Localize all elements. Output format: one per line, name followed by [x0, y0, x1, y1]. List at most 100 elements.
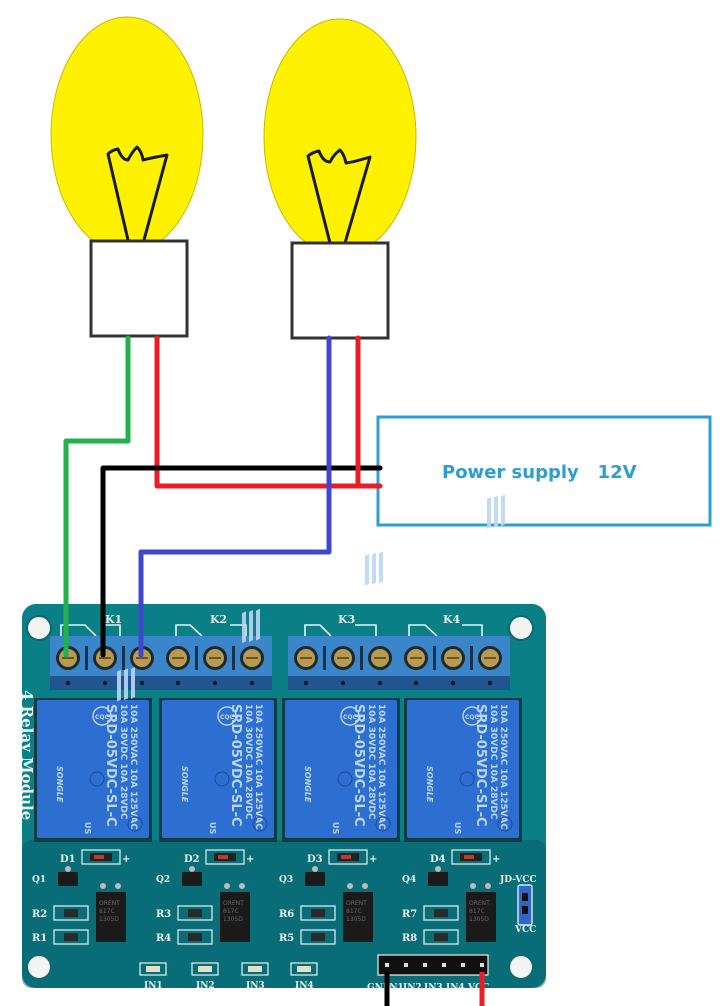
svg-text:D4: D4 — [430, 854, 446, 865]
svg-text:10A 250VAC 10A 125VAC: 10A 250VAC 10A 125VAC — [376, 704, 386, 830]
svg-text:R6: R6 — [279, 909, 294, 920]
svg-text:SONGLE: SONGLE — [425, 766, 434, 803]
svg-text:ORENT: ORENT — [223, 900, 244, 907]
svg-text:10A 250VAC 10A 125VAC: 10A 250VAC 10A 125VAC — [253, 704, 263, 830]
wire-red-lamp1 — [154, 335, 383, 489]
lamp-2-filament — [306, 148, 372, 244]
relay-label-k1: K1 — [105, 613, 122, 626]
svg-text:SONGLE: SONGLE — [55, 766, 64, 803]
module-name: 4 Relay Module — [18, 690, 36, 820]
header-pin-in4[interactable] — [461, 963, 465, 967]
svg-text:Q4: Q4 — [402, 875, 416, 885]
optocoupler — [96, 892, 126, 942]
relay-module: K1 K2 K3 K4 4 Relay Module 10A 250VAC 10… — [18, 494, 546, 993]
svg-text:1305D: 1305D — [99, 916, 119, 923]
svg-text:GND: GND — [367, 983, 391, 993]
svg-text:IN1: IN1 — [144, 981, 163, 991]
svg-text:VCC: VCC — [467, 983, 489, 993]
svg-text:CQC: CQC — [220, 714, 235, 721]
optocoupler — [220, 892, 250, 942]
lamp-1-base — [89, 239, 189, 338]
svg-text:R1: R1 — [32, 933, 47, 944]
svg-text:D1: D1 — [60, 854, 76, 865]
svg-text:+: + — [369, 854, 377, 865]
svg-text:D2: D2 — [184, 854, 200, 865]
svg-text:10A 30VDC 10A 28VDC: 10A 30VDC 10A 28VDC — [366, 704, 376, 820]
svg-text:1305D: 1305D — [223, 916, 243, 923]
svg-text:Q2: Q2 — [156, 875, 170, 885]
svg-text:R7: R7 — [402, 909, 417, 920]
relay-label-k4: K4 — [443, 613, 461, 626]
svg-text:10A 30VDC 10A 28VDC: 10A 30VDC 10A 28VDC — [488, 704, 498, 820]
svg-text:CQC: CQC — [95, 714, 110, 721]
svg-text:R3: R3 — [156, 909, 171, 920]
header-pin-in1[interactable] — [404, 963, 408, 967]
svg-text:US: US — [83, 822, 92, 834]
svg-text:+: + — [246, 854, 254, 865]
svg-text:1305D: 1305D — [346, 916, 366, 923]
svg-text:10A 30VDC 10A 28VDC: 10A 30VDC 10A 28VDC — [118, 704, 128, 820]
header-pin-in3[interactable] — [442, 963, 446, 967]
svg-text:IN3: IN3 — [246, 981, 265, 991]
svg-text:CQC: CQC — [343, 714, 358, 721]
wires — [63, 335, 485, 1006]
relay-label-k2: K2 — [210, 613, 227, 626]
svg-text:+: + — [492, 854, 500, 865]
svg-text:R5: R5 — [279, 933, 294, 944]
svg-text:SONGLE: SONGLE — [303, 766, 312, 803]
mounting-hole — [26, 615, 52, 641]
svg-text:Q3: Q3 — [279, 875, 293, 885]
relay-model: SRD-05VDC-SL-C — [228, 704, 243, 827]
svg-text:R2: R2 — [32, 909, 47, 920]
svg-text:10A 250VAC 10A 125VAC: 10A 250VAC 10A 125VAC — [128, 704, 138, 830]
lamp-2-bulb — [263, 18, 417, 256]
power-supply: Power supply 12V — [376, 415, 712, 527]
svg-text:US: US — [331, 822, 340, 834]
power-supply-label: Power supply 12V — [442, 462, 637, 483]
wire-blue — [138, 335, 332, 658]
svg-text:ORENT: ORENT — [99, 900, 120, 907]
led-in2: IN2 — [191, 962, 219, 991]
svg-text:10A 250VAC 10A 125VAC: 10A 250VAC 10A 125VAC — [498, 704, 508, 830]
header-pin-gnd[interactable] — [385, 963, 389, 967]
svg-text:ORENT: ORENT — [469, 900, 490, 907]
svg-text:10A 30VDC 10A 28VDC: 10A 30VDC 10A 28VDC — [243, 704, 253, 820]
terminal-block-3 — [288, 636, 400, 690]
jumper-label-bottom: VCC — [514, 925, 536, 935]
svg-text:817C: 817C — [223, 908, 239, 915]
terminal-block-2 — [160, 636, 272, 690]
svg-text:Q1: Q1 — [32, 875, 46, 885]
relay-model: SRD-05VDC-SL-C — [103, 704, 118, 827]
svg-text:ORENT: ORENT — [346, 900, 367, 907]
svg-text:R8: R8 — [402, 933, 417, 944]
lamp-2-base — [290, 241, 390, 340]
lamp-1-filament — [106, 145, 169, 241]
header-pin-vcc[interactable] — [480, 963, 484, 967]
led-in4: IN4 — [290, 962, 318, 991]
mounting-hole — [508, 954, 534, 980]
svg-text:IN4: IN4 — [295, 981, 314, 991]
header-pin-in2[interactable] — [423, 963, 427, 967]
svg-text:817C: 817C — [469, 908, 485, 915]
svg-text:US: US — [453, 822, 462, 834]
svg-text:CQC: CQC — [465, 714, 480, 721]
svg-text:IN2: IN2 — [403, 983, 422, 993]
led-in1: IN1 — [139, 962, 167, 991]
lamp-2 — [263, 18, 417, 340]
svg-text:1305D: 1305D — [469, 916, 489, 923]
led-in3: IN3 — [241, 962, 269, 991]
relay-model: SRD-05VDC-SL-C — [473, 704, 488, 827]
jd-vcc-jumper[interactable] — [517, 884, 533, 926]
svg-text:817C: 817C — [99, 908, 115, 915]
svg-text:IN4: IN4 — [446, 983, 465, 993]
